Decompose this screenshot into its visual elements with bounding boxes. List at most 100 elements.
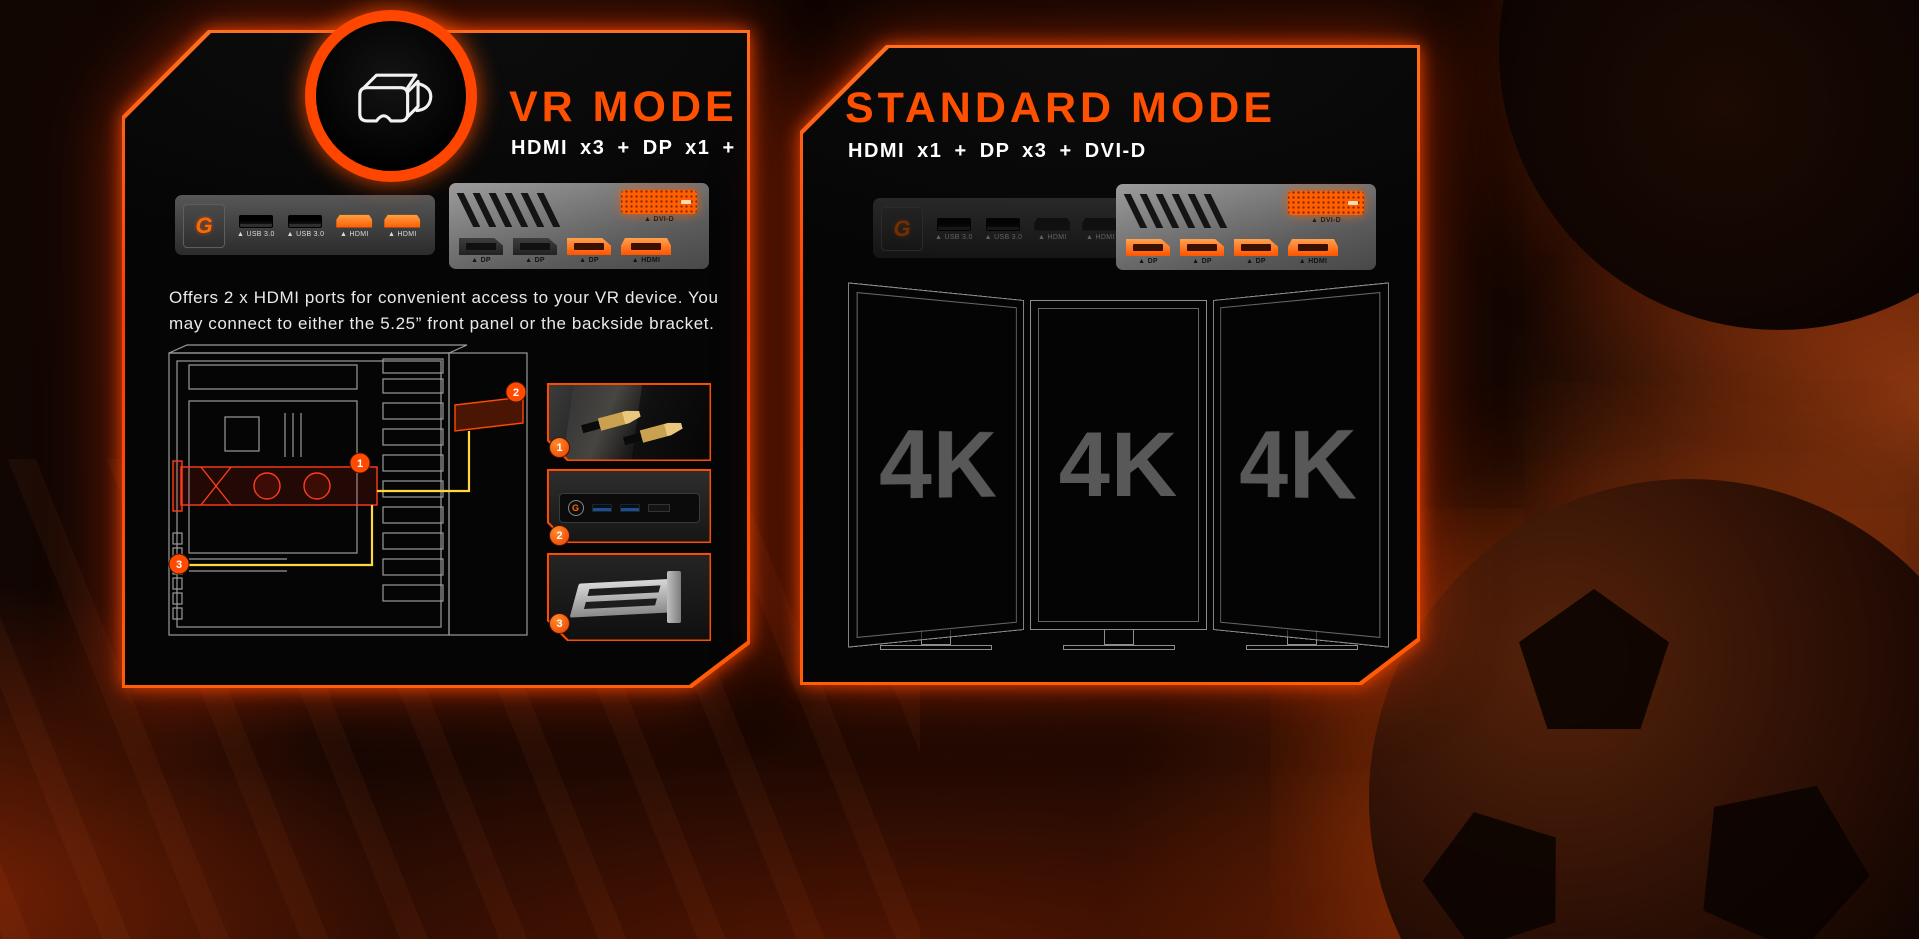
dp-connector-dim	[513, 238, 557, 255]
corner-ball-backdrop	[1499, 0, 1919, 330]
hdmi-plug	[622, 419, 683, 447]
bracket-thumbnail	[547, 553, 711, 641]
soccer-ball-backdrop	[1369, 479, 1919, 939]
bracket-port-row: ▲ DP ▲ DP ▲ DP ▲ HDMI	[1126, 239, 1368, 265]
monitor-screen: 4K	[1213, 282, 1389, 647]
dvi-port-label: ▲ DVI-D	[643, 216, 675, 223]
xtreme-gaming-logo: G	[881, 207, 923, 251]
svg-text:1: 1	[357, 458, 363, 470]
dp-port: ▲ DP	[1126, 239, 1170, 265]
monitor-base	[1063, 645, 1175, 650]
vr-port-config: HDMI x3 + DP x1 + DVI-D	[511, 137, 810, 159]
standard-mode-title: STANDARD MODE	[845, 84, 1277, 132]
logo-badge: G	[568, 500, 584, 516]
usb-port-label: ▲ USB 3.0	[286, 230, 325, 238]
svg-text:2: 2	[513, 387, 519, 399]
dp-connector-lit	[1126, 239, 1170, 256]
dp-port: ▲ DP	[513, 238, 557, 264]
dp-connector-lit	[1234, 239, 1278, 256]
hdmi-port: ▲ HDMI	[384, 215, 420, 238]
usb-port-label: ▲ USB 3.0	[935, 233, 973, 241]
front-panel-bar: G	[559, 493, 700, 523]
dp-port: ▲ DP	[1180, 239, 1224, 265]
case-outline	[169, 345, 527, 635]
hdmi-port-label: ▲ HDMI	[1298, 258, 1328, 265]
ball-pentagon	[1519, 589, 1669, 729]
dp-port-label: ▲ DP	[1192, 258, 1212, 265]
hdmi-connector-lit	[336, 215, 372, 228]
dvi-connector-lit	[621, 190, 697, 214]
hdmi-port-label: ▲ HDMI	[340, 230, 369, 238]
usb-connector	[986, 218, 1020, 231]
dp-port-label: ▲ DP	[525, 257, 545, 264]
usb-port-label: ▲ USB 3.0	[237, 230, 275, 238]
hdmi-port: ▲ HDMI	[1288, 239, 1338, 265]
usb-connector	[288, 215, 322, 228]
hdmi-connector-lit	[621, 238, 671, 255]
dp-port: ▲ DP	[1234, 239, 1278, 265]
svg-text:3: 3	[176, 559, 182, 571]
usb-port: ▲ USB 3.0	[985, 218, 1023, 241]
bracket-flange	[667, 571, 681, 623]
hdmi-connector	[648, 504, 670, 512]
usb-port-label: ▲ USB 3.0	[984, 233, 1023, 241]
monitor-screen: 4K	[848, 282, 1024, 647]
usb-port: ▲ USB 3.0	[935, 218, 973, 241]
highlighted-bay	[455, 397, 523, 431]
callout-2-badge: 2	[506, 382, 526, 402]
dp-connector-lit	[567, 238, 611, 255]
hdmi-connector-lit	[384, 215, 420, 228]
hdmi-port-label: ▲ HDMI	[631, 257, 661, 264]
standard-port-config: HDMI x1 + DP x3 + DVI-D	[848, 140, 1147, 162]
dp-port: ▲ DP	[567, 238, 611, 264]
hdmi-port: ▲ HDMI	[621, 238, 671, 264]
monitor-base	[1246, 645, 1358, 650]
callout-1-badge: 1	[549, 437, 570, 458]
dvi-port-label: ▲ DVI-D	[1310, 217, 1342, 224]
monitor-right: 4K	[1213, 300, 1390, 650]
monitor-stand	[1104, 630, 1134, 645]
standard-panel-body: STANDARD MODE HDMI x1 + DP x3 + DVI-D G …	[803, 48, 1417, 682]
monitor-array: 4K 4K 4K	[847, 300, 1391, 650]
usb-connector	[592, 504, 612, 512]
vr-headset-icon	[305, 10, 477, 182]
hdmi-port: ▲ HDMI	[336, 215, 372, 238]
hdmi-cable-routing	[185, 431, 469, 565]
hdmi-connector-lit	[1288, 239, 1338, 256]
dp-port: ▲ DP	[459, 238, 503, 264]
dp-port-label: ▲ DP	[1246, 258, 1266, 265]
front-panel-thumbnail: G	[547, 469, 711, 543]
logo-letter: G	[893, 216, 911, 241]
front-panel-ports-image: G ▲ USB 3.0 ▲ USB 3.0 ▲ HDMI ▲ HDMI	[175, 195, 435, 255]
monitor-4k-label: 4K	[1058, 413, 1179, 516]
dp-connector-lit	[1180, 239, 1224, 256]
graphics-card	[173, 461, 377, 511]
callout-2-badge: 2	[549, 525, 570, 546]
vr-description: Offers 2 x HDMI ports for convenient acc…	[169, 288, 719, 334]
dp-port-label: ▲ DP	[471, 257, 491, 264]
monitor-center: 4K	[1030, 300, 1207, 650]
vent-slots	[1132, 194, 1219, 228]
hdmi-connector-dim	[1034, 218, 1070, 231]
usb-connector	[937, 218, 971, 231]
ball-pentagon	[1674, 751, 1894, 939]
dp-port-label: ▲ DP	[1138, 258, 1158, 265]
hdmi-port-label: ▲ HDMI	[1038, 233, 1067, 241]
usb-port: ▲ USB 3.0	[237, 215, 275, 238]
dvi-connector-lit	[1288, 191, 1364, 215]
hdmi-connector-dim	[1082, 218, 1118, 231]
callout-1-badge: 1	[350, 453, 370, 473]
dvi-port: ▲ DVI-D	[1288, 191, 1364, 224]
hdmi-cable-thumbnail	[547, 383, 711, 461]
monitor-screen: 4K	[1030, 300, 1207, 630]
logo-letter: G	[195, 213, 213, 238]
usb-connector	[620, 504, 640, 512]
standard-mode-panel: STANDARD MODE HDMI x1 + DP x3 + DVI-D G …	[800, 45, 1420, 685]
hdmi-port-label: ▲ HDMI	[1086, 233, 1115, 241]
front-panel-ports-image: G ▲ USB 3.0 ▲ USB 3.0 ▲ HDMI ▲ HDMI	[873, 198, 1133, 258]
monitor-base	[880, 645, 992, 650]
hdmi-port: ▲ HDMI	[1034, 218, 1070, 241]
pc-case-diagram: 1 2 3	[167, 343, 535, 643]
vr-mode-title: VR MODE	[509, 83, 738, 131]
